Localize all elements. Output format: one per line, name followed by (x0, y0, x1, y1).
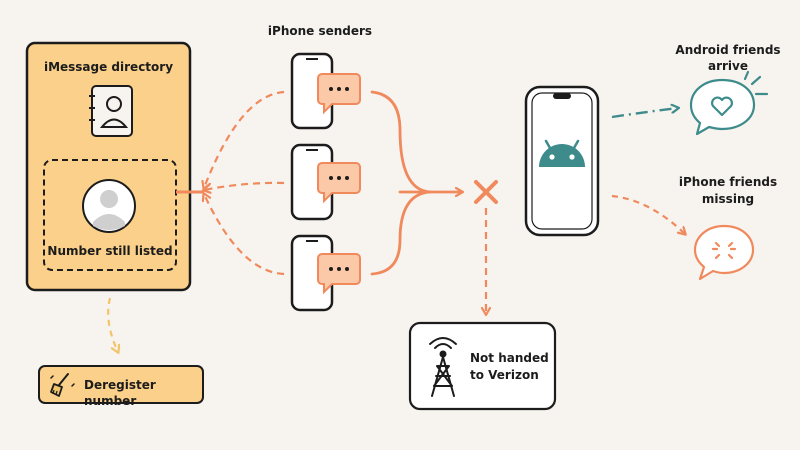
message-route-lines (370, 90, 462, 276)
broom-icon (50, 373, 75, 397)
chat-bubble-icon (317, 73, 361, 115)
deregister-number-box (38, 365, 204, 404)
directory-entry-label: Number still listed (47, 244, 173, 258)
android-phone (524, 85, 600, 237)
person-avatar-icon (82, 179, 136, 233)
directory-title: iMessage directory (43, 60, 174, 74)
address-book-icon (89, 85, 133, 137)
iphone-sender-2 (290, 143, 361, 221)
deregister-label: Deregister number (84, 378, 156, 408)
lookup-arrows (204, 90, 285, 276)
cell-tower-icon (429, 337, 457, 397)
x-mark-icon (474, 180, 498, 204)
android-delivery-arrow (611, 108, 678, 119)
iphone-outcome-line2: missing (701, 192, 755, 206)
android-logo-icon (539, 139, 585, 167)
chat-bubble-icon (317, 253, 361, 295)
chat-bubble-icon (317, 162, 361, 204)
carrier-label-line1: Not handed (470, 351, 549, 365)
angry-bubble-icon (693, 224, 755, 281)
directory-to-deregister-arrow (107, 297, 118, 352)
carrier-box (408, 321, 557, 411)
imessage-directory-panel (25, 41, 192, 292)
heart-bubble-icon (689, 70, 769, 136)
android-outcome-line2: arrive (707, 59, 748, 73)
iphone-outcome-line1: iPhone friends (678, 175, 778, 189)
iphone-sender-1 (290, 52, 361, 130)
senders-title: iPhone senders (267, 24, 373, 38)
carrier-label-line2: to Verizon (470, 368, 539, 382)
android-outcome-line1: Android friends (675, 43, 781, 57)
iphone-sender-3 (290, 234, 361, 312)
